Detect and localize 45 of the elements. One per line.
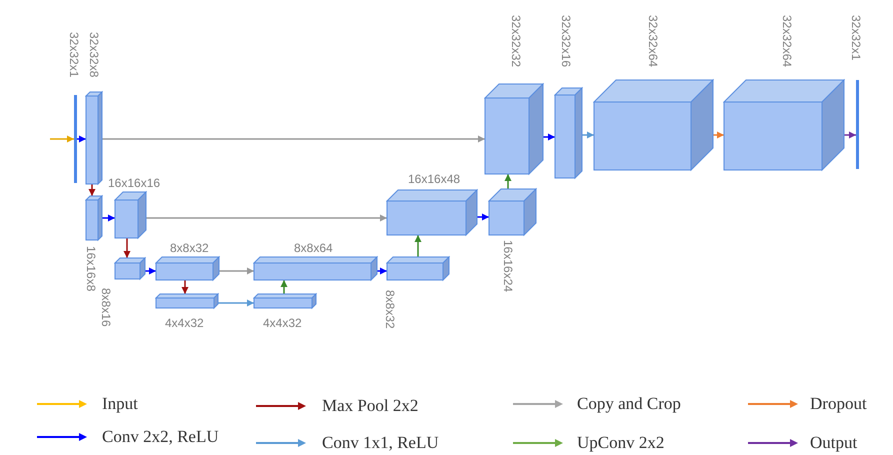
dimension-label: 8x8x32	[170, 242, 209, 254]
dimension-label: 4x4x32	[165, 317, 204, 329]
arrow	[124, 238, 130, 258]
legend-label: Dropout	[810, 395, 867, 412]
legend-label: Output	[810, 434, 858, 451]
arrow	[182, 280, 188, 294]
dimension-label: 16x16x48	[408, 173, 460, 185]
arrow	[414, 235, 422, 257]
dimension-label: 32x32x8	[88, 32, 100, 78]
dimension-label: 16x16x8	[85, 246, 97, 292]
legend-label: UpConv 2x2	[577, 434, 664, 451]
arrow	[280, 280, 288, 294]
dimension-label: 32x32x16	[560, 15, 572, 68]
dimension-label: 32x32x32	[510, 15, 522, 68]
dimension-label: 32x32x64	[781, 15, 793, 68]
dimension-label: 4x4x32	[263, 317, 302, 329]
dimension-label: 8x8x32	[384, 290, 396, 329]
arrow	[218, 300, 254, 306]
legend-label: Max Pool 2x2	[322, 397, 418, 414]
arrow	[477, 214, 489, 220]
arrow	[377, 268, 387, 274]
dimension-label: 8x8x64	[294, 242, 333, 254]
dimension-label: 32x32x1	[68, 32, 80, 78]
legend-label: Conv 1x1, ReLU	[322, 434, 439, 451]
arrow	[102, 136, 485, 142]
dimension-label: 32x32x64	[647, 15, 659, 68]
arrow	[146, 214, 387, 222]
arrow	[844, 132, 856, 138]
arrow	[219, 268, 254, 274]
dimension-label: 8x8x16	[100, 288, 112, 327]
arrow	[88, 184, 96, 196]
arrow	[543, 134, 555, 140]
dimension-label: 16x16x24	[502, 240, 514, 292]
arrow	[145, 268, 156, 274]
arrow	[582, 132, 594, 138]
dimension-label: 16x16x16	[108, 177, 160, 189]
arrow	[713, 132, 724, 138]
legend-label: Copy and Crop	[577, 395, 681, 412]
arrow	[77, 136, 86, 142]
dimension-label: 32x32x1	[850, 15, 862, 60]
legend-label: Conv 2x2, ReLU	[102, 428, 219, 445]
arrow	[504, 174, 512, 189]
arrow	[50, 136, 74, 142]
legend-label: Input	[102, 395, 138, 412]
arrow	[102, 214, 115, 222]
